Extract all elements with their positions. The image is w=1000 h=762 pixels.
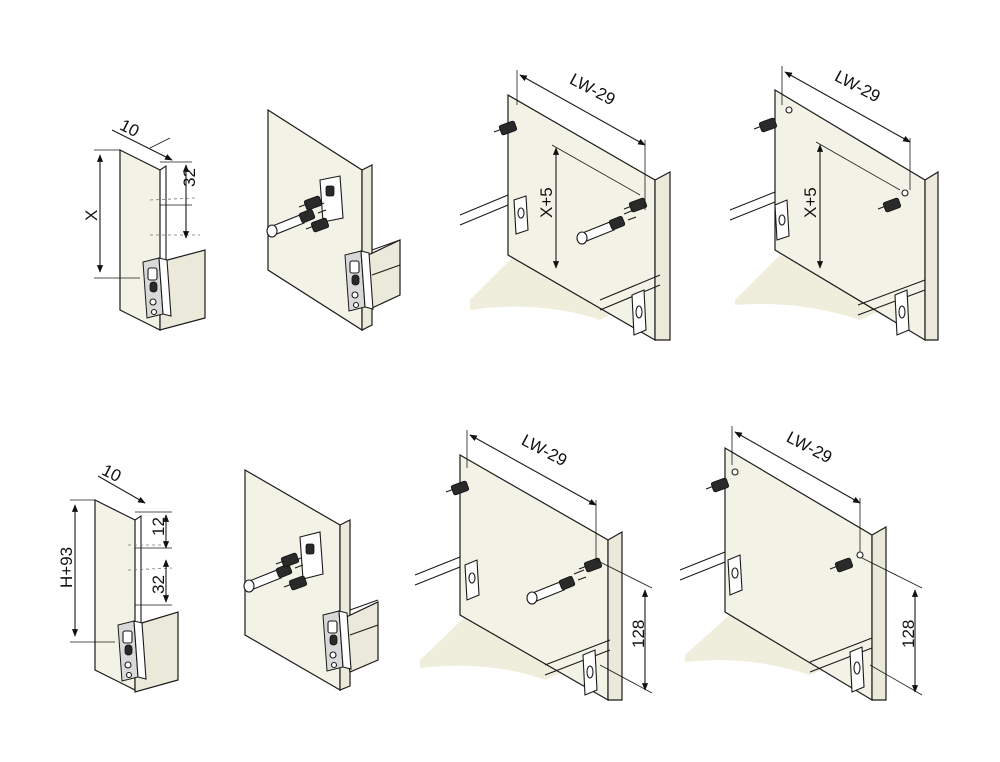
- row2-step3-dim-width: LW-29: [518, 431, 570, 471]
- row2-step4-dim-width: LW-29: [783, 428, 835, 468]
- row1-step3-diagram: [459, 70, 671, 342]
- row2-step2-diagram: [243, 468, 379, 692]
- row1-step3-dim-height: X+5: [537, 187, 556, 218]
- row2-step1-dim-height: H+93: [57, 547, 76, 588]
- row2-step1-dim-side-a: 12: [149, 517, 168, 536]
- row1-step4-dim-width: LW-29: [832, 67, 884, 107]
- row2-step3-diagram: [414, 430, 653, 702]
- row1-step1-diagram: [94, 129, 206, 331]
- row2-step4-dim-height: 128: [899, 620, 918, 648]
- row2-step4-diagram: [679, 426, 923, 702]
- row1-step1-dim-top: 10: [117, 115, 142, 141]
- row2-step1-diagram: [70, 475, 179, 693]
- row1-step2-diagram: [266, 108, 401, 332]
- row2-step1-dim-side-b: 32: [149, 575, 168, 594]
- row1-step3-dim-width: LW-29: [567, 70, 619, 110]
- row1-step4-diagram: [729, 66, 939, 342]
- row2-step1-dim-top: 10: [99, 460, 124, 486]
- row2-step3-dim-height: 128: [629, 620, 648, 648]
- row1-step4-dim-height: X+5: [801, 187, 820, 218]
- row1-step1-dim-side: 32: [180, 168, 199, 187]
- row1-step1-dim-height: X: [82, 210, 101, 221]
